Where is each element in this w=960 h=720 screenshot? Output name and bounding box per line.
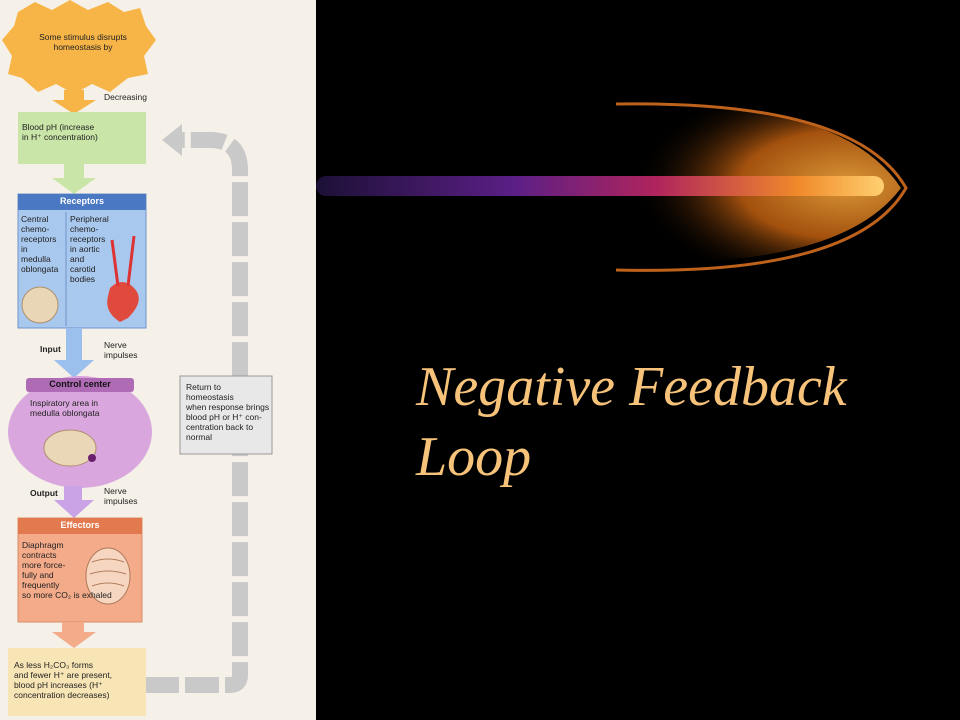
feedback-loop-figure: Some stimulus disrupts homeostasis by De…: [0, 0, 316, 720]
ribcage-sketch: [85, 547, 131, 605]
figure-graphics: [2, 0, 273, 716]
variable-box: [18, 112, 146, 164]
brain-sketch: [43, 429, 97, 467]
input-label: Input: [40, 344, 61, 354]
heart-sketch: [107, 282, 139, 322]
arrow-output: [54, 486, 94, 518]
slide-title-line-2: Loop: [416, 426, 532, 488]
receptors-central-text: Central chemo- receptors in medulla oblo…: [21, 214, 59, 274]
output-impulses-label: Nerve impulses: [104, 486, 138, 506]
input-impulses-label: Nerve impulses: [104, 340, 138, 360]
return-to-homeostasis-text: Return to homeostasis when response brin…: [186, 382, 270, 442]
response-box: [8, 648, 146, 716]
control-center-header: [26, 378, 134, 392]
receptors-peripheral-text: Peripheral chemo- receptors in aortic an…: [70, 214, 109, 284]
effectors-text: Diaphragm contracts more force- fully an…: [22, 540, 112, 600]
receptors-header: [18, 194, 146, 210]
return-box: [179, 375, 273, 455]
comet-decoration: [316, 102, 908, 272]
effectors-header: [18, 518, 142, 534]
slide-title-line-1: Negative Feedback: [416, 356, 847, 418]
decreasing-label: Decreasing: [104, 92, 147, 102]
stimulus-label: Some stimulus disrupts homeostasis by: [39, 32, 127, 52]
comet-rim: [615, 102, 908, 272]
arrow-variable-to-receptors: [52, 164, 96, 194]
control-center-title: Control center: [49, 379, 111, 389]
receptors-title: Receptors: [59, 196, 104, 206]
arrow-stimulus-to-variable: [52, 90, 96, 114]
brainstem-sketch: [21, 286, 59, 324]
comet-beam: [316, 176, 884, 196]
stimulus-burst: [2, 0, 156, 94]
response-text: As less H₂CO₃ forms and fewer H⁺ are pre…: [14, 660, 113, 700]
output-label: Output: [30, 488, 58, 498]
slide-title: Negative Feedback Loop: [416, 352, 936, 492]
arrow-input: [54, 328, 94, 378]
control-center-text: Inspiratory area in medulla oblongata: [30, 398, 100, 418]
variable-label: Blood pH (increase in H⁺ concentration): [22, 122, 98, 142]
arrow-effectors-to-response: [52, 622, 96, 648]
return-arrowhead: [162, 124, 182, 156]
effectors-title: Effectors: [60, 520, 100, 530]
